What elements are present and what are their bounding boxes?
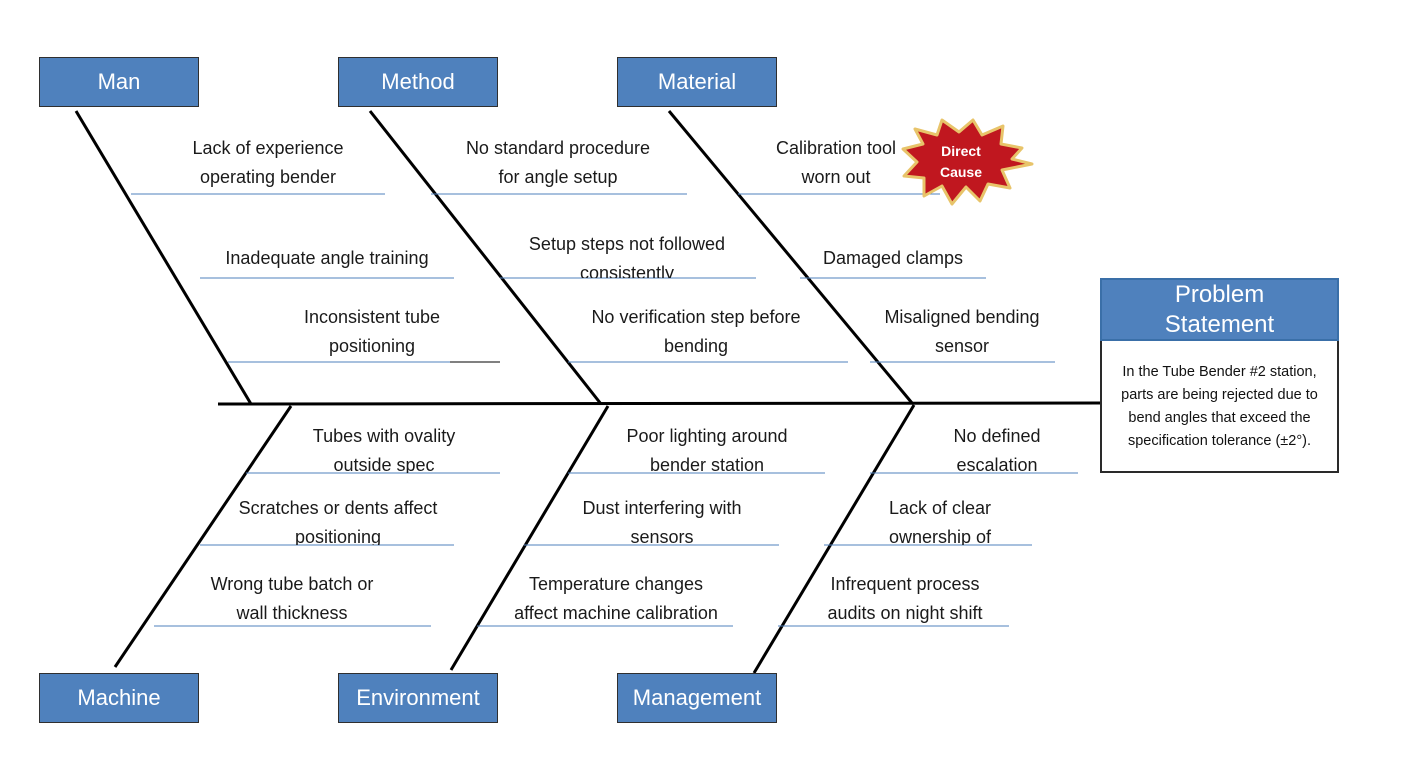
bone-man	[74, 110, 253, 405]
category-material: Material	[617, 57, 777, 107]
cause-machine-3: Wrong tube batch or wall thickness	[210, 574, 374, 623]
cause-man-2: Inadequate angle training	[225, 248, 429, 268]
cause-environment-3: Temperature changes affect machine calib…	[514, 574, 718, 623]
problem-statement-title: Problem Statement	[1100, 278, 1339, 341]
problem-statement-text: In the Tube Bender #2 station, parts are…	[1100, 341, 1339, 473]
category-man: Man	[39, 57, 199, 107]
cause-material-2: Damaged clamps	[822, 248, 964, 268]
cause-method-3: No verification step before bending	[591, 307, 801, 356]
cause-machine-2: Scratches or dents affect positioning	[238, 498, 438, 545]
bone-material	[667, 110, 914, 404]
cause-method-1: No standard procedure for angle setup	[465, 138, 651, 187]
cause-management-2: Lack of clear ownership of	[888, 498, 992, 545]
direct-cause-burst	[901, 118, 1034, 206]
cause-method-2: Setup steps not followed consistently	[528, 234, 726, 278]
bone-machine	[113, 405, 293, 668]
cause-man-3: Inconsistent tube positioning	[303, 307, 441, 356]
cause-material-1: Calibration tool worn out	[775, 138, 897, 187]
category-management: Management	[617, 673, 777, 723]
bone-method	[368, 110, 603, 405]
category-machine: Machine	[39, 673, 199, 723]
cause-environment-2: Dust interfering with sensors	[582, 498, 742, 545]
cause-material-3: Misaligned bending sensor	[884, 307, 1040, 356]
cause-environment-1: Poor lighting around bender station	[626, 426, 788, 473]
cause-machine-1: Tubes with ovality outside spec	[312, 426, 456, 473]
direct-cause-label: Direct Cause	[939, 143, 983, 180]
spine-line	[217, 401, 1102, 406]
cause-management-1: No defined escalation	[953, 426, 1041, 473]
cause-man-1: Lack of experience operating bender	[192, 138, 344, 187]
cause-management-3: Infrequent process audits on night shift	[827, 574, 983, 623]
category-environment: Environment	[338, 673, 498, 723]
category-method: Method	[338, 57, 498, 107]
bone-management	[752, 404, 916, 674]
